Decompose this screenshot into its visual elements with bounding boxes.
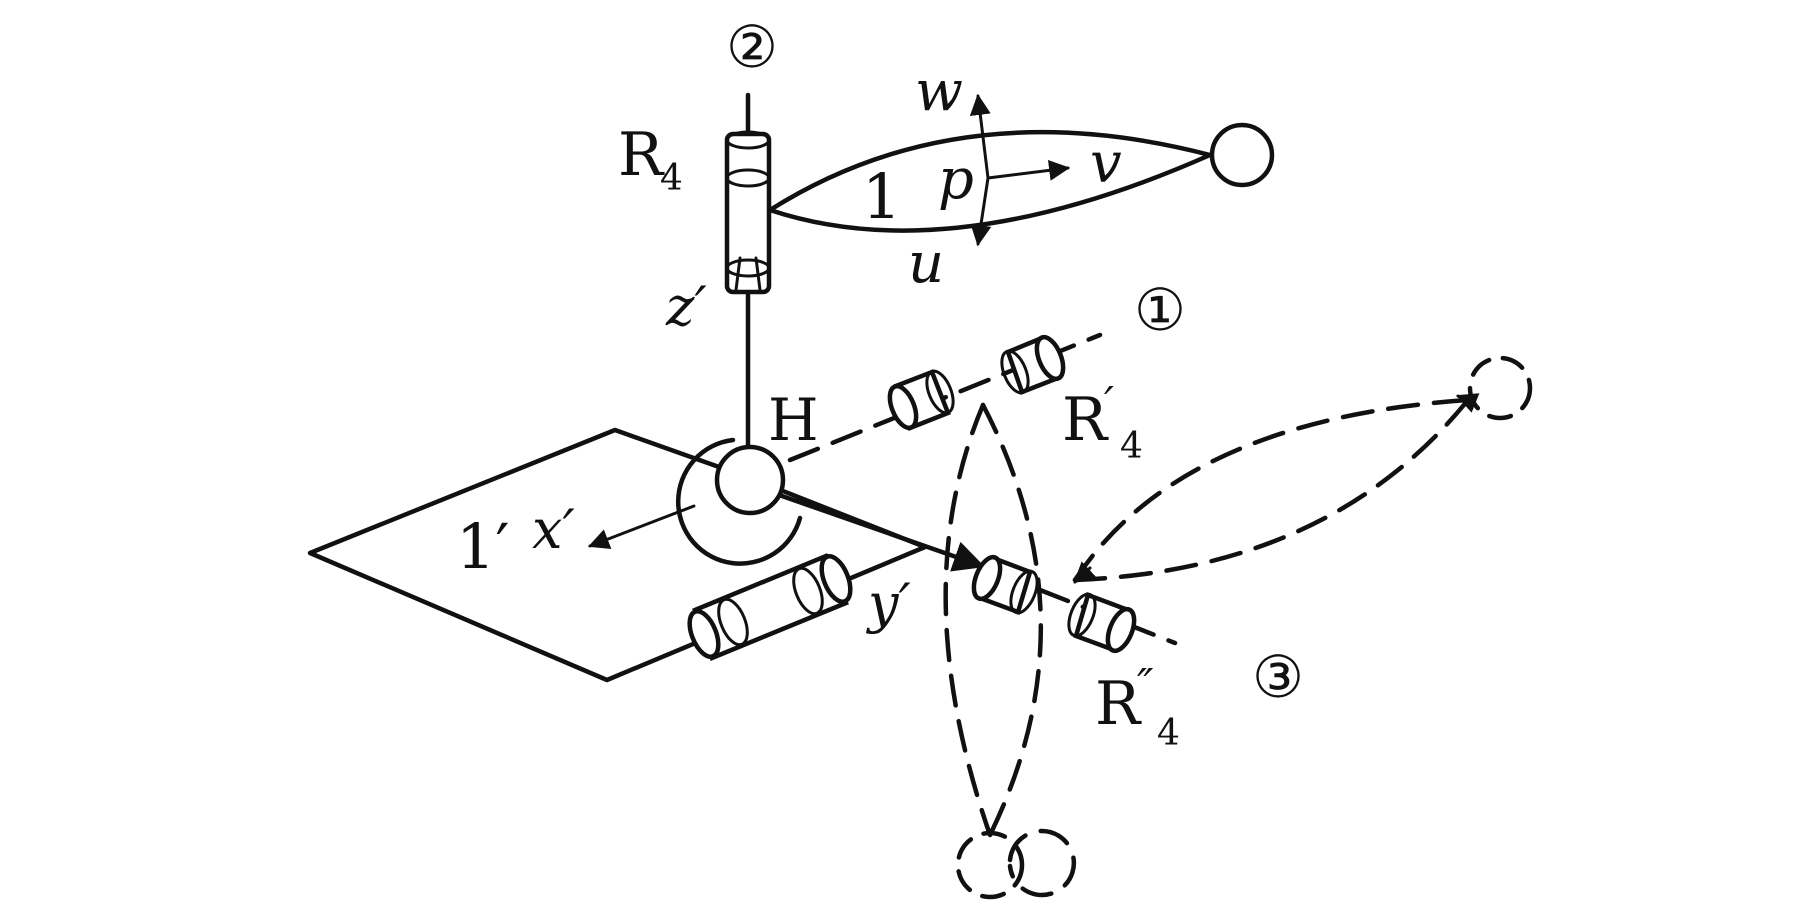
label-h: H xyxy=(768,386,819,454)
label-link-1: 1 xyxy=(862,160,901,233)
svg-text:R: R xyxy=(1095,669,1142,739)
base-cylinder xyxy=(687,553,853,661)
svg-text:″: ″ xyxy=(1137,660,1154,711)
joint-r4-prime xyxy=(787,332,1103,463)
svg-text:4: 4 xyxy=(1120,426,1143,467)
label-circled-1: ① xyxy=(1134,276,1186,344)
link-1 xyxy=(767,122,1275,233)
label-y-prime: y′ xyxy=(866,572,911,635)
x-axis-arrow xyxy=(588,504,696,550)
svg-text:4: 4 xyxy=(1157,713,1180,754)
link-1-dashed-vertical xyxy=(943,402,1077,900)
label-link-1-prime: 1′ xyxy=(456,510,510,583)
joint-h xyxy=(675,437,803,566)
svg-text:4: 4 xyxy=(660,158,683,199)
label-r4-double-prime: R ″ 4 xyxy=(1095,660,1180,754)
label-w: w xyxy=(915,59,963,124)
label-p: p xyxy=(938,147,974,212)
svg-text:′: ′ xyxy=(1104,378,1114,429)
label-x-prime: x′ xyxy=(532,498,575,561)
label-r4: R 4 xyxy=(618,120,683,199)
label-u: u xyxy=(908,231,944,296)
joint-r4 xyxy=(724,92,772,295)
label-r4-prime: R ′ 4 xyxy=(1062,378,1143,467)
label-circled-3: ③ xyxy=(1252,643,1304,711)
svg-text:R: R xyxy=(1062,385,1109,455)
label-v: v xyxy=(1090,131,1122,196)
label-circled-2: ② xyxy=(726,13,778,81)
local-frame-uvw xyxy=(969,93,1071,247)
base-plate xyxy=(307,427,928,683)
joint-r4-double-prime xyxy=(971,554,1178,654)
link-1-dashed-diagonal xyxy=(1072,355,1533,584)
label-z-prime: z′ xyxy=(665,275,707,338)
svg-text:R: R xyxy=(618,120,665,190)
